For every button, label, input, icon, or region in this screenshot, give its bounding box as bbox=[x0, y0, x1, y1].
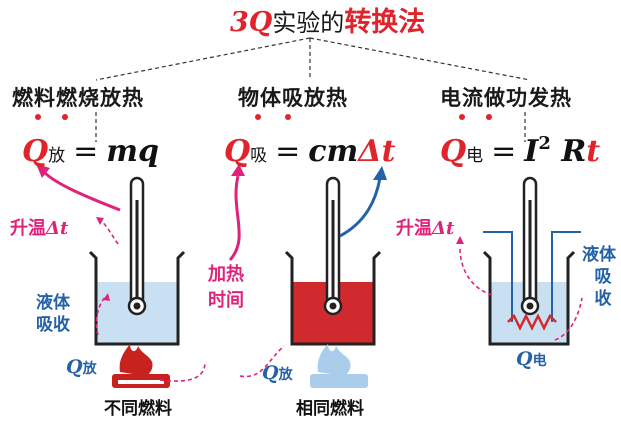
q-sub: 放 bbox=[278, 367, 293, 383]
formula-electric: Q电 =I2 Rt bbox=[440, 133, 601, 169]
heat-time-label: 加热 时间 bbox=[208, 262, 244, 314]
formula-q: Q bbox=[440, 134, 467, 169]
emphasis-dot bbox=[486, 114, 492, 120]
rise-temp-text: 升温 bbox=[396, 218, 432, 239]
absorb-line: 吸收 bbox=[36, 315, 70, 335]
formula-delta-t: Δt bbox=[358, 134, 396, 169]
rise-temp-label-3: 升温Δt bbox=[396, 214, 454, 240]
emphasis-dot bbox=[35, 114, 41, 120]
title-suffix: 转换法 bbox=[344, 7, 426, 38]
absorb-line: 液体 bbox=[36, 293, 70, 313]
rise-temp-label-1: 升温Δt bbox=[10, 214, 68, 240]
formula-eq: = bbox=[491, 134, 517, 169]
thermometer-2 bbox=[323, 176, 343, 316]
q-elec-label: Q电 bbox=[516, 348, 547, 370]
arrow-up-pink-2 bbox=[228, 164, 245, 262]
thermometer-3 bbox=[520, 176, 540, 316]
formula-sub: 放 bbox=[48, 146, 66, 166]
emphasis-dot bbox=[285, 114, 291, 120]
pink-arrowheads bbox=[96, 217, 464, 301]
liquid-absorb-label-3: 液体 吸 收 bbox=[582, 244, 616, 310]
formula-sup: 2 bbox=[538, 133, 551, 154]
formula-eq: = bbox=[73, 134, 99, 169]
formula-eq: = bbox=[275, 134, 301, 169]
title-tree bbox=[95, 37, 531, 142]
title-prefix: 3Q bbox=[230, 7, 273, 38]
title-middle: 实验的 bbox=[272, 9, 345, 37]
q-release-label-2: Q放 bbox=[262, 362, 293, 384]
heat-time-line: 时间 bbox=[208, 290, 244, 311]
absorb-line: 吸 bbox=[594, 267, 612, 287]
formula-i: I bbox=[524, 134, 539, 169]
formula-t: t bbox=[586, 134, 601, 169]
rise-temp-text: 升温 bbox=[10, 218, 46, 239]
category-absorb: 物体吸放热 bbox=[238, 85, 348, 110]
liquid-absorb-label-1: 液体 吸收 bbox=[36, 292, 70, 336]
heater-wires bbox=[483, 231, 581, 298]
formula-r: R bbox=[561, 134, 587, 169]
resistor-icon bbox=[507, 298, 557, 331]
formula-fuel: Q放 =mq bbox=[22, 134, 159, 169]
formula-sub: 吸 bbox=[250, 146, 268, 166]
flame-red-icon bbox=[112, 344, 170, 388]
flame-blue-icon bbox=[310, 344, 368, 388]
arrow-up-pink-1 bbox=[36, 164, 121, 212]
q-letter: Q bbox=[516, 348, 533, 370]
emphasis-dot bbox=[459, 114, 465, 120]
title: 3Q实验的转换法 bbox=[230, 0, 425, 39]
formula-q: Q bbox=[224, 134, 251, 169]
category-electric: 电流做功发热 bbox=[440, 85, 572, 110]
q-sub: 电 bbox=[532, 353, 547, 369]
q-letter: Q bbox=[262, 362, 279, 384]
emphasis-dot bbox=[255, 114, 261, 120]
formula-sub: 电 bbox=[466, 146, 484, 166]
caption-beaker-1: 不同燃料 bbox=[104, 399, 172, 419]
caption-beaker-2: 相同燃料 bbox=[296, 399, 364, 419]
arrow-up-blue bbox=[339, 166, 387, 238]
category-fuel: 燃料燃烧放热 bbox=[12, 85, 144, 110]
emphasis-dot bbox=[62, 114, 68, 120]
absorb-line: 液体 bbox=[582, 245, 616, 265]
formula-rhs: mq bbox=[106, 134, 160, 169]
absorb-line: 收 bbox=[594, 289, 612, 309]
formula-q: Q bbox=[22, 134, 49, 169]
formula-absorb: Q吸 =cmΔt bbox=[224, 134, 395, 169]
q-release-label-1: Q放 bbox=[66, 356, 97, 378]
rise-temp-dt: Δt bbox=[432, 218, 455, 239]
q-letter: Q bbox=[66, 356, 83, 378]
q-sub: 放 bbox=[82, 361, 97, 377]
formula-rhs: cm bbox=[308, 134, 359, 169]
rise-temp-dt: Δt bbox=[46, 218, 69, 239]
heat-time-line: 加热 bbox=[208, 264, 244, 285]
thermometer-1 bbox=[127, 176, 147, 316]
